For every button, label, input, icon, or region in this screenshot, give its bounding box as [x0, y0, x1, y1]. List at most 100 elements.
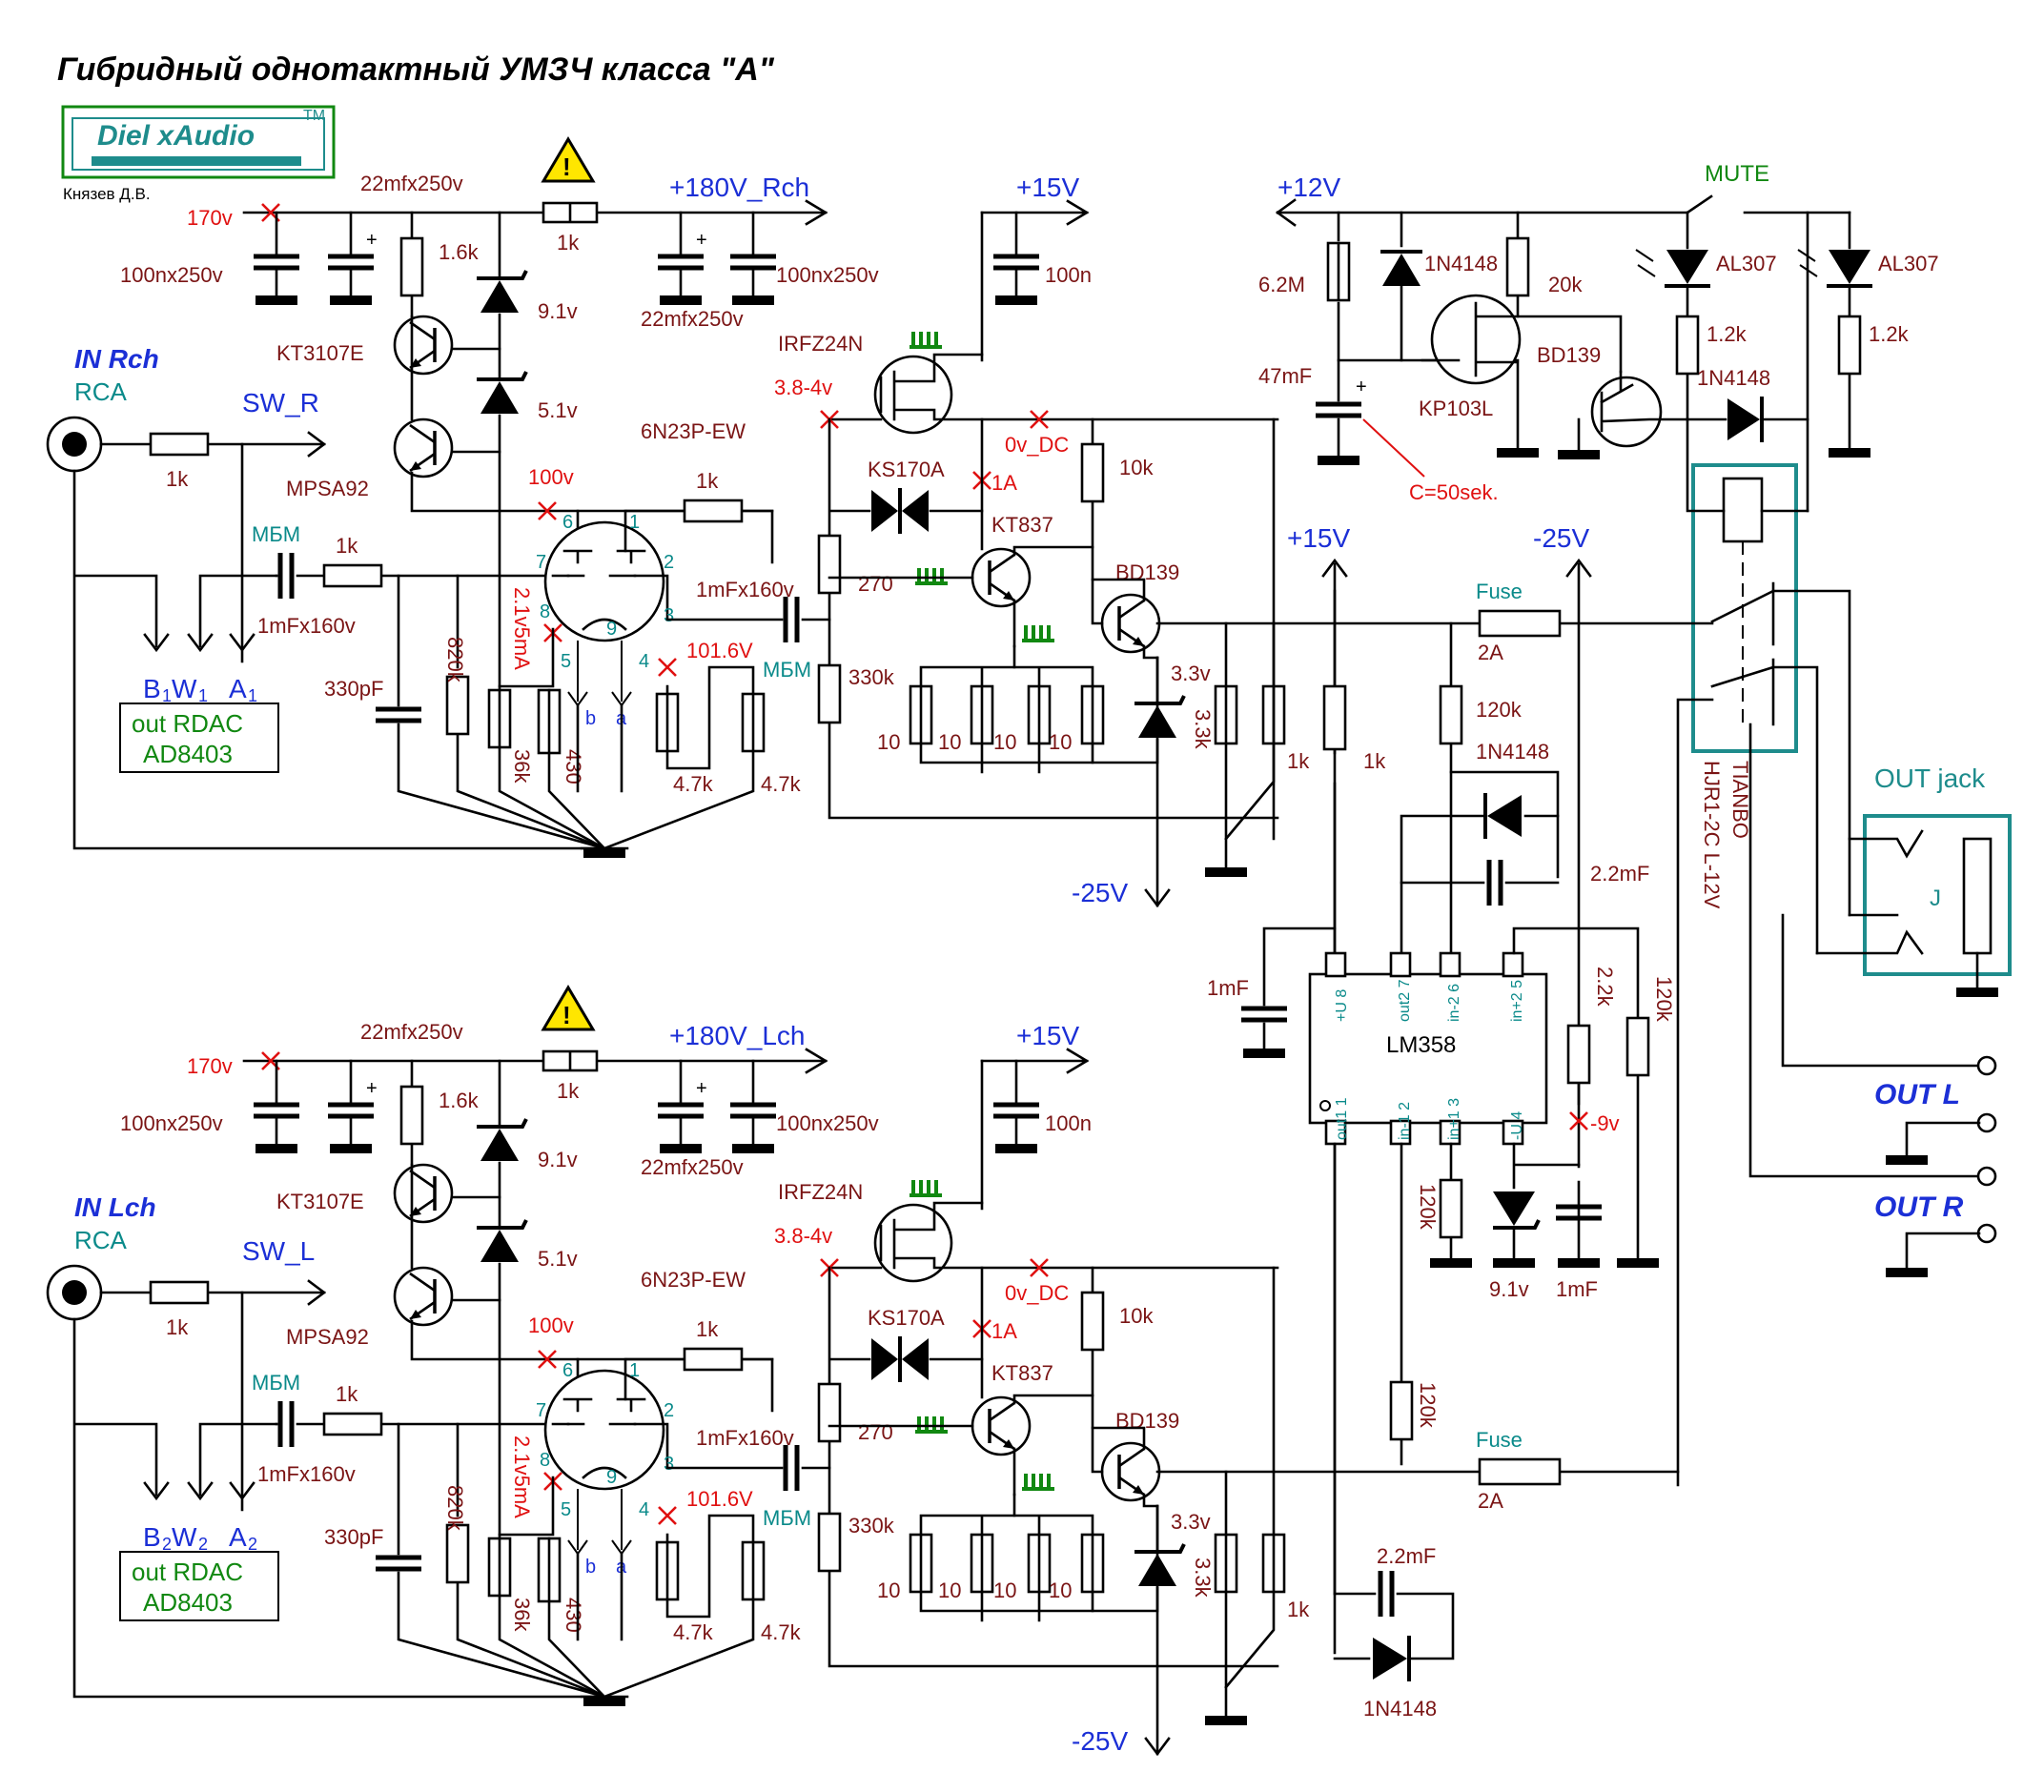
- label-out-r: OUT R: [1874, 1191, 1964, 1223]
- ch-l-label-amp-r330k: 330k: [848, 1514, 895, 1537]
- ch-l-label-amp-v170: 170v: [187, 1054, 233, 1078]
- ch-l-label-amp-c100n250: 100nx250v: [776, 1111, 879, 1135]
- ch-r-label-amp-c22mf: 22mfx250v: [360, 172, 463, 195]
- ch-l-label-amp-r36k: 36k: [510, 1598, 534, 1632]
- ch-l-label-amp-ks170: KS170A: [868, 1306, 945, 1330]
- ch-r-label-amp-v0dc: 0v_DC: [1005, 433, 1069, 457]
- label-2-2k: 2.2k: [1593, 967, 1617, 1008]
- ch-l-label-amp-c1mf160: 1mFx160v: [257, 1462, 356, 1486]
- ch-l-label-amp-p9: 9: [606, 1467, 617, 1488]
- ch-l-label-amp-r1k: 1k: [1287, 1598, 1310, 1621]
- ch-r-label-amp-kt3107: KT3107E: [276, 341, 364, 365]
- ch-r-label-amp-r1k: 1k: [1287, 749, 1310, 773]
- label-6-2m: 6.2M: [1258, 273, 1305, 296]
- lm358-pin-4: -U 4: [1509, 1111, 1525, 1140]
- label-minus9v: -9v: [1590, 1111, 1620, 1135]
- heatsink-icon: [908, 1178, 944, 1197]
- ch-l-label-amp-r47k: 4.7k: [761, 1620, 802, 1644]
- ch-r-label-amp-p6: 6: [562, 512, 573, 533]
- ch-l-label-amp-irfz: IRFZ24N: [778, 1180, 863, 1204]
- svg-text:!: !: [562, 153, 571, 181]
- ch-r-label-rdac-1: AD8403: [143, 740, 233, 768]
- logo-text: Diel xAudio: [97, 120, 255, 152]
- ch-l-label-amp-c100n250: 100nx250v: [120, 1111, 223, 1135]
- ch-l-label-amp-z91: 9.1v: [538, 1148, 578, 1171]
- label-plus12v: +12V: [1278, 173, 1340, 202]
- ch-r-label-plus15: +15V: [1016, 173, 1079, 202]
- ch-r-label-amp-p7: 7: [536, 552, 546, 573]
- ch-r-label-amp-kt837: KT837: [991, 513, 1053, 537]
- ch-r-label-amp-p3: 3: [664, 605, 674, 626]
- heatsink-icon: [913, 1415, 950, 1434]
- ch-r-label-amp-r10k: 10k: [1119, 456, 1154, 479]
- heatsink-icon: [908, 330, 944, 349]
- page-title: Гибридный однотактный УМЗЧ класса "А": [57, 51, 775, 88]
- ch-r-label-amp-r10: 10: [877, 730, 900, 754]
- ch-l-label-amp-r820k: 820k: [443, 1485, 467, 1532]
- ch-r-label-amp-r820k: 820k: [443, 637, 467, 683]
- ch-l-label-amp-r10: 10: [1049, 1578, 1072, 1602]
- ch-r-label-amp-r430: 430: [562, 749, 585, 784]
- ch-r-label-amp-r33k: 3.3k: [1191, 709, 1215, 750]
- label-9-1v-prot: 9.1v: [1489, 1277, 1529, 1301]
- ch-l-label-amp-r1k6: 1.6k: [439, 1089, 480, 1112]
- label-1mf-left: 1mF: [1207, 976, 1249, 1000]
- label-al307-a: AL307: [1716, 252, 1777, 275]
- ch-r-label-amp-p2: 2: [664, 552, 674, 573]
- ch-r-label-amp-ks170: KS170A: [868, 458, 945, 481]
- ch-r-label-amp-c1mf160: 1mFx160v: [696, 578, 794, 601]
- ch-l-label-amp-r270: 270: [858, 1420, 893, 1444]
- ch-l-label-amp-mbm: МБМ: [763, 1506, 811, 1530]
- heatsink-icon: [1020, 623, 1056, 642]
- ch-r-label-amp-c100n250: 100nx250v: [120, 263, 223, 287]
- ch-r-label-bwa-0: B: [143, 674, 161, 703]
- ch-r-label-rca: RCA: [74, 377, 128, 406]
- ch-r-label-bwa-3: 1: [198, 686, 208, 705]
- ch-r-label-amp-r47k: 4.7k: [761, 772, 802, 796]
- ch-r-label-amp-r1k: 1k: [336, 534, 358, 558]
- label-jack-j: J: [1930, 886, 1941, 911]
- label-out-l: OUT L: [1874, 1079, 1960, 1110]
- ch-r-label-amp-v1016: 101.6V: [686, 639, 753, 662]
- channel-left: 170v +180V_Lch ! 1k 22mfx250v 100nx250v …: [46, 985, 1310, 1757]
- ch-r-label-amp-c330p: 330pF: [324, 677, 383, 701]
- ch-l-label-amp-c22mf: 22mfx250v: [360, 1020, 463, 1044]
- ch-r-label-amp-v33: 3.3v: [1171, 662, 1211, 685]
- ch-l-label-amp-c1mf160: 1mFx160v: [696, 1426, 794, 1450]
- ch-r-label-amp-a1: 1A: [991, 471, 1017, 495]
- label-120k-lower-a: 120k: [1416, 1184, 1440, 1231]
- ch-l-label-amp-kt3107: KT3107E: [276, 1190, 364, 1213]
- ch-l-label-amp-mbm: МБМ: [252, 1371, 300, 1395]
- ch-r-label-amp-z51: 5.1v: [538, 398, 578, 422]
- label-fuse-r-amp: 2A: [1478, 641, 1503, 664]
- ch-r-label-amp-r1k6: 1.6k: [439, 240, 480, 264]
- label-120k-upper: 120k: [1476, 698, 1523, 722]
- rca-jack-icon: [46, 1264, 103, 1321]
- ch-r-label-rail: +180V_Rch: [669, 173, 809, 202]
- ch-l-label-plus15: +15V: [1016, 1021, 1079, 1050]
- lm358-pin-1: out1 1: [1334, 1097, 1350, 1140]
- ch-r-label-amp-r1k: 1k: [166, 467, 189, 491]
- ch-l-label-bwa-0: B: [143, 1522, 161, 1552]
- ch-l-label-amp-v33: 3.3v: [1171, 1510, 1211, 1534]
- ch-r-label-amp-r47k: 4.7k: [673, 772, 714, 796]
- svg-text:!: !: [562, 1001, 571, 1029]
- ch-l-label-amp-v0dc: 0v_DC: [1005, 1281, 1069, 1305]
- ch-l-label-amp-z51: 5.1v: [538, 1247, 578, 1271]
- ch-l-label-amp-p5: 5: [561, 1499, 571, 1520]
- ch-r-label-amp-c100n250: 100nx250v: [776, 263, 879, 287]
- label-minus25v-mid: -25V: [1533, 523, 1589, 553]
- label-kp103l: KP103L: [1419, 397, 1493, 420]
- ch-l-label-amp-c100n: 100n: [1045, 1111, 1092, 1135]
- ch-l-label-amp-r1k: 1k: [557, 1079, 580, 1103]
- ch-r-label-amp-c22mf: 22mfx250v: [641, 307, 744, 331]
- ch-r-label-in_label: IN Rch: [74, 344, 159, 374]
- ch-r-label-amp-r330k: 330k: [848, 665, 895, 689]
- ch-r-label-amp-r10: 10: [1049, 730, 1072, 754]
- ch-l-label-bwa-5: 2: [248, 1535, 257, 1554]
- heatsink-icon: [1020, 1472, 1056, 1491]
- ch-l-label-amp-r10: 10: [993, 1578, 1016, 1602]
- ch-l-label-amp-r10: 10: [938, 1578, 961, 1602]
- label-120k-lower-b: 120k: [1416, 1382, 1440, 1429]
- label-fuse-l: Fuse: [1476, 1428, 1523, 1452]
